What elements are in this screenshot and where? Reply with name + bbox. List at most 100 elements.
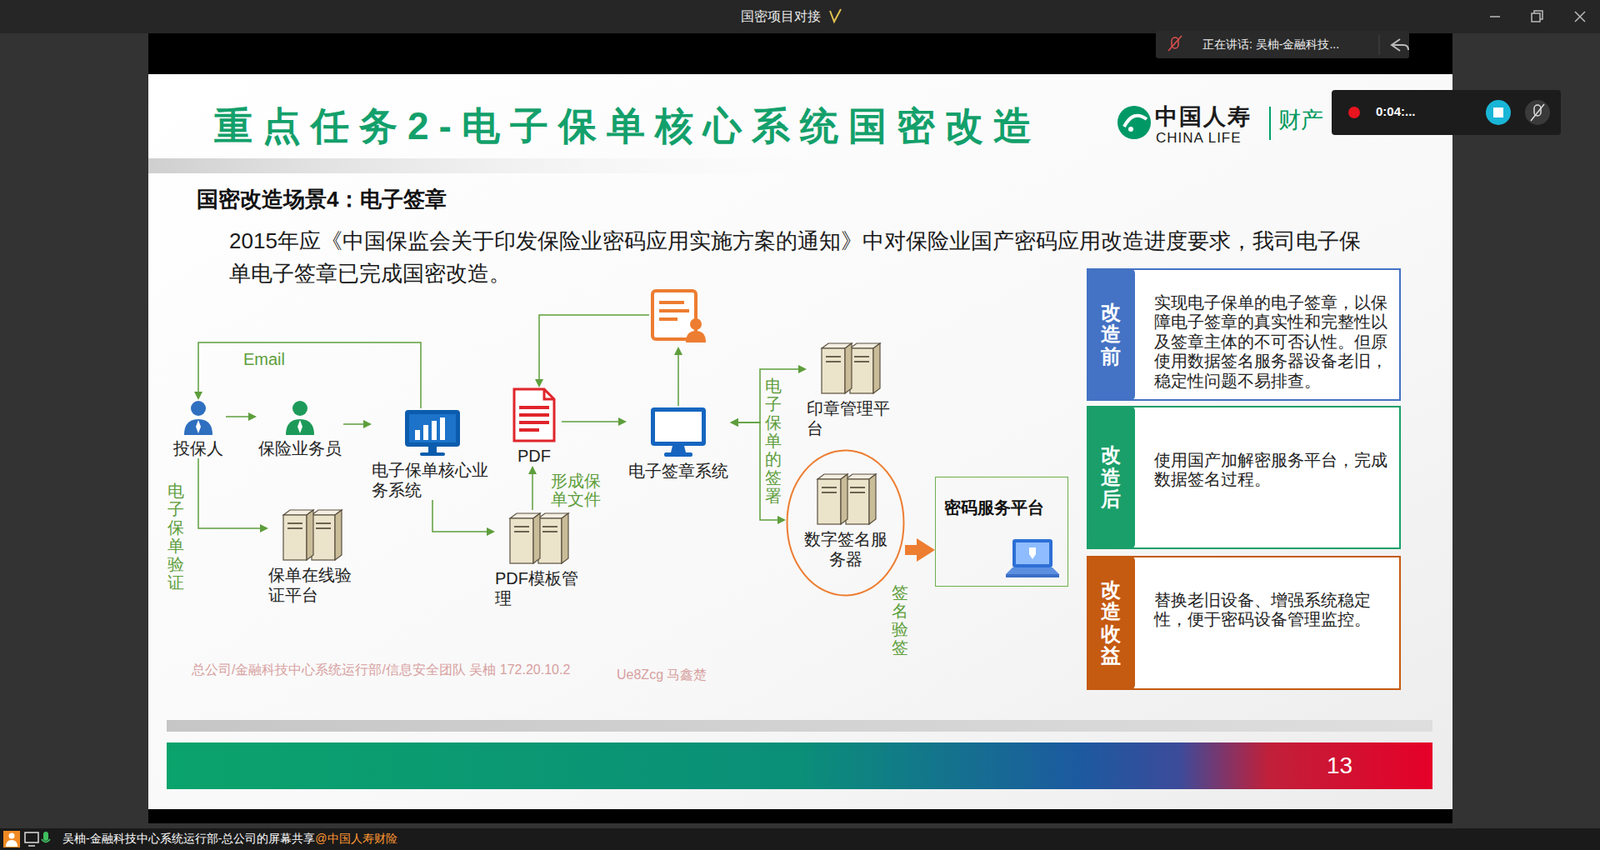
document-icon [652, 290, 696, 340]
footer-line [166, 720, 1433, 732]
window-buttons [1575, 11, 1585, 22]
server-icon [311, 515, 335, 560]
edge-label: 电子保单的签署 [765, 376, 782, 505]
server-node: 印章管理平台 [806, 340, 894, 439]
laptop-icon [1029, 547, 1036, 560]
panel-box: 改造前实现电子保单的电子签章，以保障电子签章的真实性和完整性以及签章主体的不可否… [1086, 268, 1401, 401]
node-label: 印章管理平台 [806, 398, 894, 439]
status-bar [0, 828, 1600, 850]
panel-tab-label: 改造收益 [1100, 579, 1121, 668]
window-buttons [1490, 10, 1585, 22]
panel-tab: 改造收益 [1086, 555, 1135, 690]
node-label: 电子签章系统 [626, 460, 730, 481]
person-icon [170, 400, 226, 435]
chart-icon [405, 410, 460, 447]
pdf-icon [514, 389, 555, 441]
connector [531, 474, 534, 510]
server-icon [514, 525, 530, 528]
status-bar [5, 840, 18, 847]
edge-label: 形成保单文件 [550, 471, 603, 509]
server-icon [268, 506, 355, 562]
panel-tab: 改造前 [1086, 268, 1135, 401]
chart-icon [428, 446, 437, 453]
chart-icon [371, 408, 494, 457]
slide-background [148, 74, 1453, 810]
server-icon [825, 360, 841, 363]
status-bar [9, 833, 15, 840]
monitor-icon [650, 407, 706, 446]
pdf-icon [519, 405, 550, 410]
server-icon [821, 486, 837, 489]
file-node: PDF [506, 387, 562, 466]
server-icon [869, 474, 876, 525]
recording-widget [1530, 104, 1545, 121]
server-icon [854, 360, 870, 363]
system-node: 电子签章系统 [626, 405, 730, 481]
slide-title: 重点任务2-电子保单核心系统国密改造 [214, 103, 1042, 150]
chart-icon [420, 452, 445, 456]
monitor-icon [655, 411, 702, 442]
node-label: 保单在线验证平台 [268, 565, 355, 605]
person-icon [256, 400, 344, 435]
window-title: 国密项目对接 [740, 8, 821, 25]
chart-icon [440, 417, 445, 440]
chart-icon [415, 430, 420, 440]
status-bar [28, 845, 35, 847]
logo-name: 中国人寿 [1155, 103, 1252, 130]
status-bar [3, 830, 20, 848]
laptop-icon [1005, 574, 1060, 578]
logo-suffix: 财产 [1278, 106, 1324, 134]
server-icon [283, 515, 307, 560]
node-label: 保险业务员 [256, 438, 344, 459]
server-icon [873, 343, 880, 394]
document-icon [685, 330, 706, 343]
laptop-icon [1004, 535, 1063, 581]
node-label: 密码服务平台 [935, 477, 1068, 518]
window-buttons [1531, 13, 1540, 22]
recording-widget [1331, 90, 1561, 135]
speaker-panel [1155, 30, 1410, 59]
logo-separator [1270, 106, 1271, 140]
panel-body: 实现电子保单的电子签章，以保障电子签章的真实性和完整性以及签章主体的不可否认性。… [1154, 270, 1390, 398]
window-buttons [1490, 15, 1500, 18]
monitor-icon [626, 405, 730, 458]
pdf-icon [519, 413, 550, 417]
panel-body: 替换老旧设备、增强系统稳定性，便于密码设备管理监控。 [1154, 557, 1390, 637]
node-label: PDF模板管理 [495, 568, 582, 609]
title-bar [0, 0, 1600, 34]
server-icon [821, 491, 837, 494]
intro-paragraph: 2015年应《中国保监会关于印发保险业密码应用实施方案的通知》中对保险业国产密码… [229, 225, 1371, 290]
document-wire [539, 315, 650, 380]
connector [198, 342, 421, 409]
laptop-icon [1012, 539, 1053, 568]
speaker-panel [1155, 30, 1410, 59]
document-wire [677, 355, 680, 406]
edge-label: Email [243, 349, 285, 370]
server-icon [542, 530, 558, 533]
recording-widget [1485, 100, 1511, 125]
server-ellipse: 数字签名服务器 [785, 449, 905, 597]
recording-widget [1493, 107, 1504, 118]
server-icon [315, 522, 331, 525]
panel-box: 改造收益 替换老旧设备、增强系统稳定性，便于密码设备管理监控。 [1086, 555, 1401, 690]
person-icon [285, 419, 315, 435]
video-area [148, 33, 1453, 824]
server-icon [816, 340, 884, 395]
watermark: Ue8Zcg 马鑫楚 [616, 666, 707, 683]
server-icon [533, 513, 540, 564]
node-label: PDF [506, 445, 562, 466]
connector [343, 423, 364, 425]
server-icon [495, 510, 582, 565]
server-icon [505, 510, 572, 565]
panel-box: 改造后使用国产加解密服务平台，完成数据签名过程。 [1086, 405, 1401, 550]
page-number: 13 [1326, 751, 1353, 780]
edge-label: 电子保单验证 [167, 481, 185, 592]
panel-tab-label: 改造后 [1100, 444, 1121, 510]
speaker-panel [1379, 35, 1380, 55]
server-icon [840, 474, 848, 525]
document-icon [659, 300, 685, 305]
system-node: 电子保单核心业务系统 [371, 408, 494, 500]
speaker-status: 正在讲话: 吴柚-金融科技... [1202, 37, 1340, 52]
speaker-panel [1168, 35, 1182, 51]
person-icon [292, 400, 308, 416]
